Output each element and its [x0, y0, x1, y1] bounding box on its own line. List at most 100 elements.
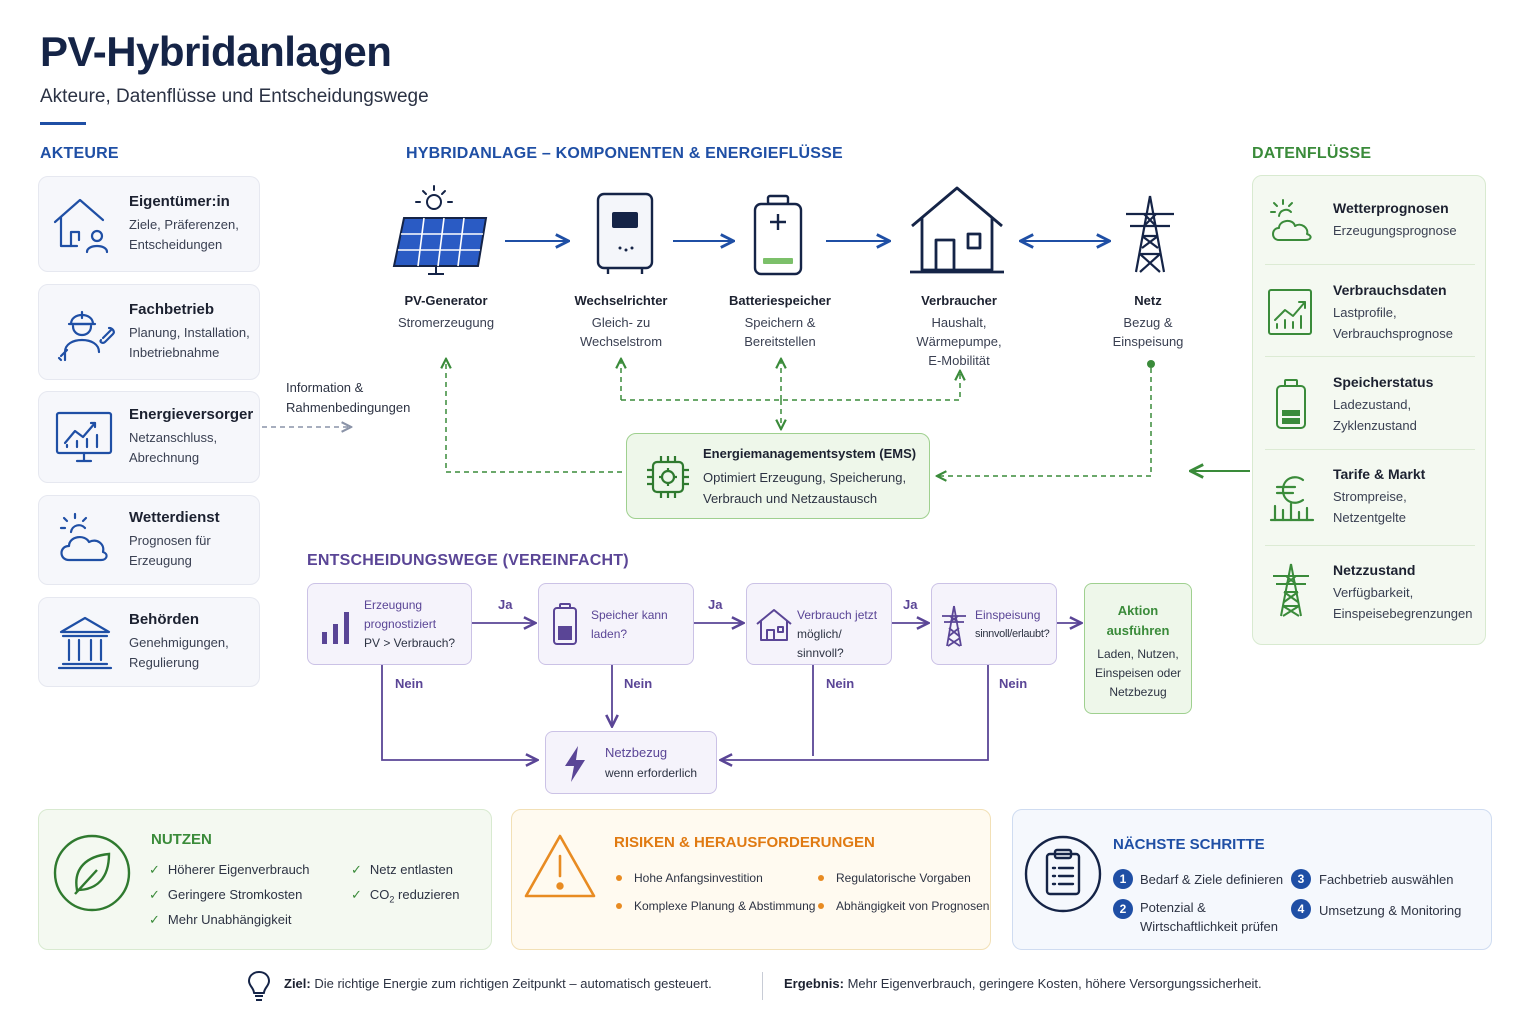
ems-desc-line: Verbrauch und Netzaustausch: [703, 491, 878, 506]
ems-link-consumer: [621, 372, 960, 401]
actor-desc-line: Planung, Installation,: [129, 325, 250, 340]
risiken-item-text: Hohe Anfangsinvestition: [634, 871, 763, 885]
battery-level-icon: [1276, 379, 1306, 429]
risiken-item-text: Komplexe Planung & Abstimmung: [634, 899, 816, 913]
actor-name: Eigentümer:in: [129, 193, 230, 210]
battery-icon: [553, 603, 577, 645]
decision-line: sinnvoll/erlaubt?: [975, 628, 1050, 640]
nutzen-item-text: Mehr Unabhängigkeit: [167, 912, 292, 927]
decision-line: Einspeisung: [975, 608, 1041, 622]
nutzen-panel: NUTZEN ✓Höherer Eigenverbrauch ✓Geringer…: [38, 809, 492, 950]
component-desc-line: Stromerzeugung: [397, 315, 495, 330]
title-divider: [40, 122, 86, 125]
co2-text: CO: [369, 887, 390, 902]
data-flow-desc-line: Verfügbarkeit,: [1333, 585, 1414, 600]
schritte-title: NÄCHSTE SCHRITTE: [1113, 836, 1265, 853]
component-consumer: Verbraucher Haushalt,Wärmepumpe,E-Mobili…: [884, 293, 1034, 370]
risiken-item: Abhängigkeit von Prognosen: [818, 899, 989, 913]
data-flow-desc-line: Ladezustand,: [1333, 397, 1412, 412]
house-person-icon: [53, 198, 109, 254]
action-desc-line: Laden, Nutzen,: [1097, 647, 1179, 661]
page-title: PV-Hybridanlagen: [40, 28, 392, 75]
actor-desc-line: Inbetriebnahme: [129, 345, 220, 360]
clipboard-icon: [1024, 835, 1102, 913]
co2-text: reduzieren: [394, 887, 460, 902]
nutzen-item-text: Höherer Eigenverbrauch: [167, 862, 310, 877]
no-label: Nein: [395, 676, 424, 691]
step-line: Fachbetrieb auswählen: [1319, 872, 1454, 887]
decision-line: Erzeugung: [364, 598, 423, 612]
step-text: Bedarf & Ziele definieren: [1140, 870, 1283, 889]
actor-eigentuemer: Eigentümer:in Ziele, Präferenzen,Entsche…: [38, 176, 260, 272]
actor-name: Wetterdienst: [129, 509, 220, 526]
data-flow-desc-line: Erzeugungsprognose: [1333, 223, 1457, 238]
footer-goal-text: Die richtige Energie zum richtigen Zeitp…: [310, 976, 712, 991]
monitor-chart-icon: [55, 411, 113, 463]
schritte-panel: NÄCHSTE SCHRITTE 1 Bedarf & Ziele defini…: [1012, 809, 1492, 950]
data-flow-name: Speicherstatus: [1333, 374, 1434, 390]
section-datenfluesse: DATENFLÜSSE: [1252, 145, 1372, 162]
action-title-line: ausführen: [1106, 623, 1170, 638]
risiken-item-text: Abhängigkeit von Prognosen: [836, 899, 990, 913]
data-flow-name: Wetterprognosen: [1333, 200, 1449, 216]
grid-link-dot: [1147, 360, 1155, 368]
component-pv: PV-Generator Stromerzeugung: [371, 293, 521, 332]
component-desc-line: Haushalt,: [931, 315, 987, 330]
component-name: Verbraucher: [921, 293, 997, 308]
actor-desc-line: Prognosen für: [129, 533, 211, 548]
page-subtitle: Akteure, Datenflüsse und Entscheidungswe…: [40, 86, 429, 107]
data-flow-verbrauch: Verbrauchsdaten Lastprofile,Verbrauchspr…: [1253, 276, 1487, 364]
step-text: Potenzial & Wirtschaftlichkeit prüfen: [1140, 898, 1278, 936]
ems-name: Energiemanagementsystem (EMS): [703, 446, 917, 461]
yes-label: Ja: [498, 597, 513, 612]
yes-label: Ja: [708, 597, 723, 612]
component-desc-line: Einspeisung: [1112, 334, 1184, 349]
info-flow-line: Rahmenbedingungen: [286, 400, 411, 415]
no-label: Nein: [826, 676, 855, 691]
actor-name: Fachbetrieb: [129, 301, 215, 318]
actor-desc-line: Genehmigungen,: [129, 635, 229, 650]
component-battery: Batteriespeicher Speichern &Bereitstelle…: [705, 293, 855, 351]
info-flow-label: Information & Rahmenbedingungen: [286, 378, 410, 418]
nutzen-item: ✓Netz entlasten: [351, 862, 454, 877]
decision-erzeugung: Erzeugung prognostiziert PV > Verbrauch?: [307, 583, 472, 665]
nutzen-item: ✓Mehr Unabhängigkeit: [149, 912, 292, 927]
ems-desc-line: Optimiert Erzeugung, Speicherung,: [703, 470, 907, 485]
decision-einspeisung: Einspeisung sinnvoll/erlaubt?: [931, 583, 1057, 665]
component-desc-line: Bereitstellen: [744, 334, 816, 349]
footer-result: Ergebnis: Mehr Eigenverbrauch, geringere…: [784, 976, 1262, 991]
action-desc-line: Einspeisen oder: [1094, 666, 1182, 680]
co2-subscript: 2: [389, 894, 395, 905]
actor-energieversorger: Energieversorger Netzanschluss,Abrechnun…: [38, 391, 260, 483]
component-desc-line: E-Mobilität: [928, 353, 990, 368]
action-desc-line: Netzbezug: [1109, 685, 1167, 699]
step-number-badge: 3: [1291, 869, 1311, 889]
actor-desc-line: Abrechnung: [129, 450, 200, 465]
data-flows-panel: Wetterprognosen Erzeugungsprognose Verbr…: [1252, 175, 1486, 645]
risiken-item-text: Regulatorische Vorgaben: [836, 871, 971, 885]
decision-line: prognostiziert: [364, 617, 437, 631]
warning-icon: [524, 834, 596, 898]
inverter-icon: [596, 192, 654, 274]
house-icon: [910, 186, 1004, 274]
step-line: Wirtschaftlichkeit prüfen: [1140, 919, 1278, 934]
sun-cloud-icon: [1270, 199, 1312, 241]
power-pylon-icon: [1126, 195, 1174, 273]
nutzen-item: ✓Geringere Stromkosten: [149, 887, 303, 902]
grid-draw-desc: wenn erforderlich: [605, 766, 698, 780]
step-number-badge: 1: [1113, 869, 1133, 889]
component-desc-line: Speichern &: [744, 315, 816, 330]
risiken-title: RISIKEN & HERAUSFORDERUNGEN: [614, 834, 875, 851]
footer-goal: Ziel: Die richtige Energie zum richtigen…: [284, 976, 712, 991]
data-flow-name: Verbrauchsdaten: [1333, 282, 1447, 298]
risiken-item: Hohe Anfangsinvestition: [616, 871, 763, 885]
component-name: Wechselrichter: [574, 293, 668, 308]
step-line: Potenzial &: [1140, 900, 1206, 915]
step-number-badge: 2: [1113, 899, 1133, 919]
risiken-panel: RISIKEN & HERAUSFORDERUNGEN Hohe Anfangs…: [511, 809, 991, 950]
footer-goal-label: Ziel:: [284, 976, 311, 991]
data-flow-desc-line: Verbrauchsprognose: [1333, 326, 1453, 341]
